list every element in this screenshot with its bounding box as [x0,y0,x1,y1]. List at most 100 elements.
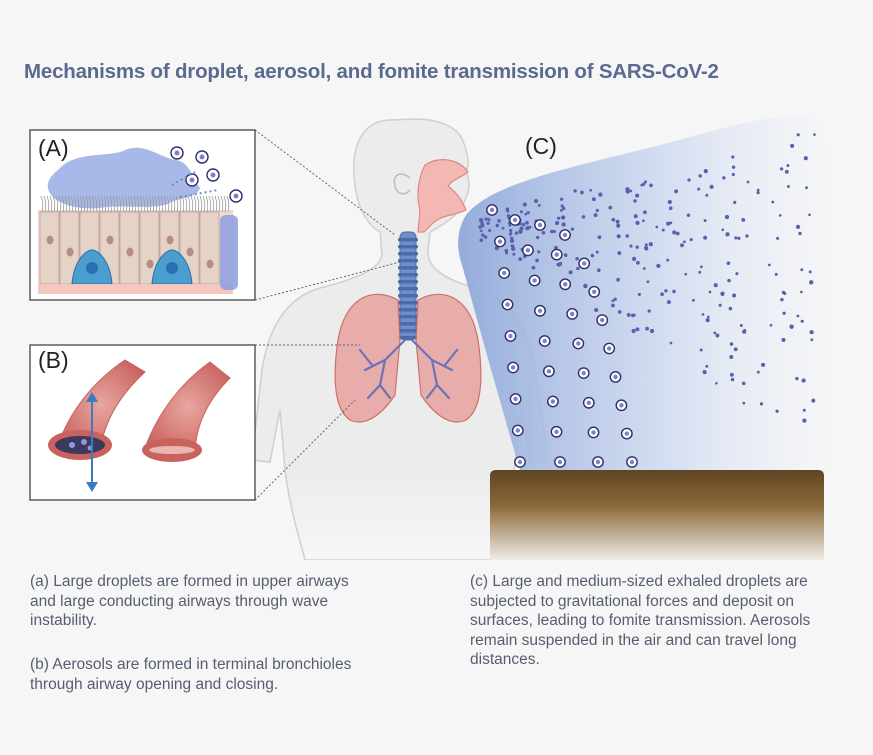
aerosol-dot [525,220,529,225]
virus-particle-icon [229,189,243,203]
aerosol-dot [781,337,786,342]
aerosol-dot [556,216,561,220]
arrow-down-icon [86,482,98,492]
aerosol-dot [800,319,804,323]
aerosol-dot [631,328,636,334]
aerosol-dot [798,231,802,236]
aerosol-dot [483,235,487,239]
aerosol-dot [595,250,599,254]
aerosol-dot [559,208,563,212]
aerosol-dot [615,219,620,224]
large-droplet [566,307,579,320]
aerosol-dot [521,222,526,227]
aerosol-dot [715,333,720,338]
aerosol-dot [573,189,577,193]
aerosol-dot [756,188,760,192]
aerosol-dot [632,256,637,261]
aerosol-dot [795,224,801,229]
aerosol-dot [734,236,738,240]
aerosol-dot [761,362,766,367]
aerosol-dot [583,283,588,289]
aerosol-dot [776,236,780,240]
aerosol-dot [506,214,511,218]
aerosol-dot [683,240,686,244]
aerosol-dot [705,317,710,323]
aerosol-dot [632,313,636,317]
large-droplet [620,427,633,440]
large-droplet [609,370,622,383]
aerosol-dot [635,327,640,332]
aerosol-dot [729,372,734,377]
aerosol-dot [635,193,640,198]
aerosol-dot [541,231,546,235]
aerosol-dot [720,291,725,296]
transmission-scene [29,115,835,560]
aerosol-dot [739,324,743,327]
aerosol-dot [625,187,630,192]
aerosol-dot [803,156,808,161]
aerosol-dot [550,229,555,234]
large-droplet [626,456,638,468]
aerosol-dot [698,174,702,178]
aerosol-dot [518,257,523,261]
aerosol-dot [616,223,621,228]
aerosol-dot [616,277,620,282]
aerosol-dot [495,223,500,228]
large-droplet [592,456,604,468]
aerosol-dot [537,203,541,207]
aerosol-dot [484,217,488,221]
aerosol-dot [486,221,490,225]
aerosol-dot [561,222,566,227]
aerosol-dot [646,280,650,284]
epithelium [38,210,233,294]
deposition-surface [490,470,824,560]
large-droplet [514,456,526,468]
aerosol-dot [741,381,746,386]
aerosol-dot [559,197,564,201]
aerosol-dot [742,329,747,334]
aerosol-dot [697,187,701,191]
aerosol-dot [684,272,688,276]
aerosol-dot [635,260,640,265]
panel-label-c: (C) [525,133,557,159]
large-droplet [550,248,563,261]
large-droplet [534,219,546,231]
large-droplet [582,396,595,409]
aerosol-dot [593,213,598,218]
aerosol-dot [703,235,708,240]
aerosol-dot [591,197,596,202]
aerosol-dot [668,206,673,211]
aerosol-dot [596,268,601,273]
aerosol-dot [725,232,730,237]
aerosol-dot [590,253,595,258]
aerosol-dot [811,398,816,403]
aerosol-dot [789,324,794,329]
aerosol-dot [669,341,673,345]
aerosol-dot [479,238,484,243]
large-droplet [577,367,590,379]
aerosol-dot [613,297,617,301]
large-droplet [543,365,555,378]
aerosol-dot [786,164,790,167]
aerosol-dot [479,218,484,223]
aerosol-dot [597,235,602,240]
aerosol-dot [501,226,505,230]
large-droplet [494,235,506,248]
inset-connectors [254,129,401,501]
aerosol-dot [576,266,580,271]
aerosol-dot [800,290,803,294]
large-droplet [501,298,514,311]
aerosol-dot [656,263,661,269]
aerosol-dot [554,221,559,226]
large-droplet [588,285,601,298]
aerosol-dot [672,230,677,235]
aerosol-dot [497,219,501,223]
aerosol-dot [581,215,586,219]
aerosol-dot [617,310,622,314]
aerosol-dot [480,223,485,228]
aerosol-dot [509,231,513,235]
aerosol-dot [505,251,509,255]
aerosol-dot [769,323,773,327]
aerosol-dot [700,265,703,269]
aerosol-dot [479,229,483,233]
